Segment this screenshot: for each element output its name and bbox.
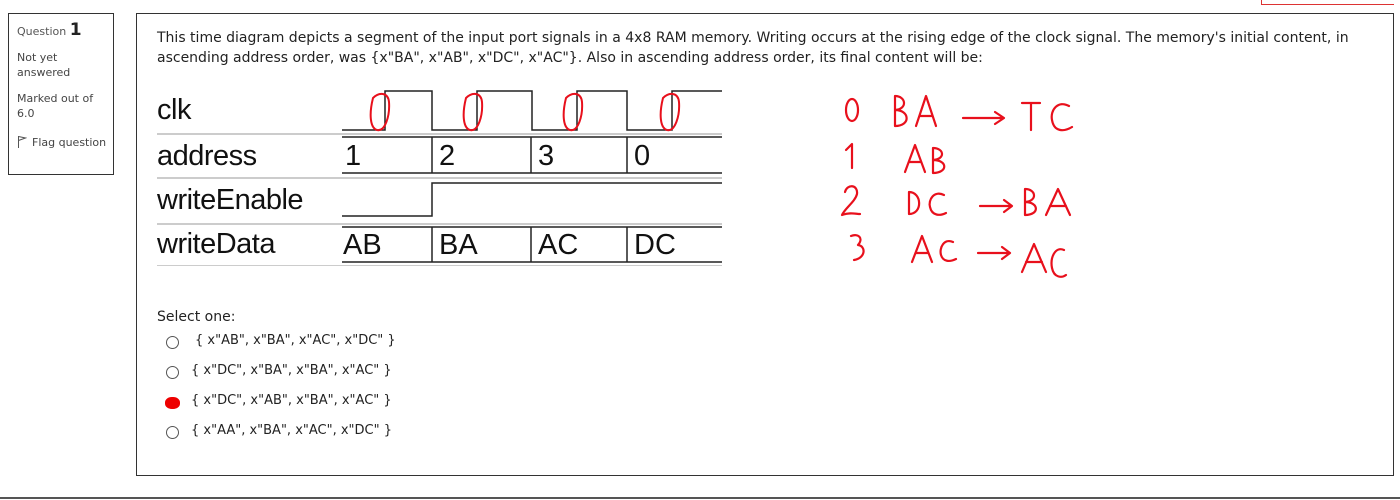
write-data-value: AC <box>538 229 579 261</box>
select-one-prompt: Select one: <box>157 309 236 325</box>
address-value: 2 <box>439 140 456 172</box>
answer-option[interactable]: { x"DC", x"BA", x"BA", x"AC" } <box>157 362 537 386</box>
write-data-value: BA <box>439 229 478 261</box>
answer-option[interactable]: { x"AA", x"BA", x"AC", x"DC" } <box>157 422 537 446</box>
signal-label-clk: clk <box>157 94 191 126</box>
top-right-edge <box>1261 0 1394 5</box>
signal-label-address: address <box>157 140 257 172</box>
answer-option-label: { x"DC", x"AB", x"BA", x"AC" } <box>191 393 392 408</box>
signal-label-write-enable: writeEnable <box>157 184 304 216</box>
answer-option[interactable]: { x"DC", x"AB", x"BA", x"AC" } <box>157 392 537 416</box>
question-word: Question <box>17 25 67 38</box>
address-value: 1 <box>345 140 362 172</box>
radio-button[interactable] <box>166 336 179 349</box>
radio-button[interactable] <box>166 426 179 439</box>
radio-button-selected[interactable] <box>165 397 180 409</box>
radio-button[interactable] <box>166 366 179 379</box>
bottom-border <box>0 497 1400 499</box>
question-state: Not yet answered <box>17 51 71 79</box>
question-grade: Marked out of 6.0 <box>17 92 94 120</box>
answer-option-label: { x"AA", x"BA", x"AC", x"DC" } <box>191 423 392 438</box>
write-data-value: AB <box>343 229 382 261</box>
question-number-value: 1 <box>69 20 82 40</box>
answer-option-label: { x"DC", x"BA", x"BA", x"AC" } <box>191 363 392 378</box>
question-text: This time diagram depicts a segment of t… <box>157 30 1349 66</box>
write-data-value: DC <box>634 229 676 261</box>
top-frame <box>0 0 1400 8</box>
question-content: This time diagram depicts a segment of t… <box>136 13 1394 476</box>
answer-option[interactable]: { x"AB", x"BA", x"AC", x"DC" } <box>157 332 537 356</box>
flag-label: Flag question <box>32 136 107 149</box>
address-value: 0 <box>634 140 651 172</box>
answer-option-label: { x"AB", x"BA", x"AC", x"DC" } <box>195 333 396 348</box>
signal-label-write-data: writeData <box>157 228 276 260</box>
question-info-panel: Question 1 Not yet answered Marked out o… <box>8 13 114 175</box>
question-number: Question 1 <box>17 20 82 40</box>
timing-diagram: clk address writeEnable writeData 1 2 3 … <box>157 86 722 266</box>
address-value: 3 <box>538 140 555 172</box>
timing-diagram-lines <box>157 90 722 266</box>
flag-icon <box>17 135 28 149</box>
